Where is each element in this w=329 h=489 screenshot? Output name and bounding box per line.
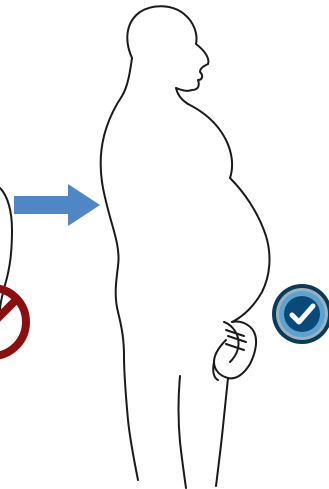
prohibition-icon xyxy=(0,288,26,356)
person-silhouette xyxy=(101,6,270,488)
right-arrow-icon xyxy=(14,184,100,226)
checkmark-badge-icon xyxy=(272,284,329,344)
